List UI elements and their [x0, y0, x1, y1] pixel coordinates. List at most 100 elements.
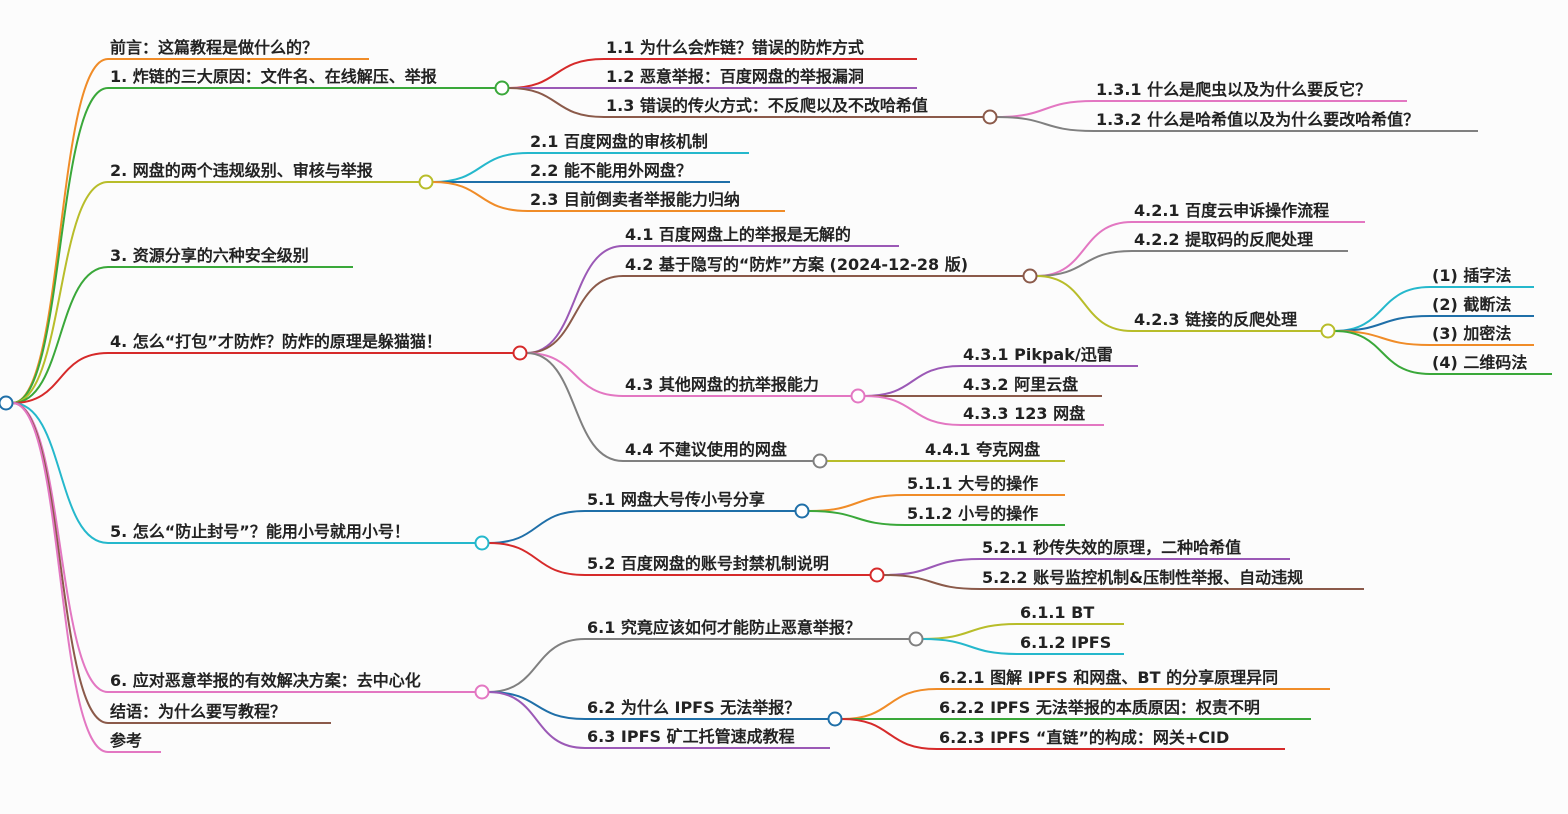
branch-curve	[432, 181, 529, 212]
topic-label[interactable]: 参考	[110, 731, 142, 750]
branch-curve	[864, 365, 962, 397]
branch-curve	[12, 402, 109, 724]
branch-curve	[508, 58, 605, 89]
topic-label[interactable]: 4.1 百度网盘上的举报是无解的	[625, 225, 851, 244]
topic-label[interactable]: (2) 截断法	[1432, 295, 1511, 314]
topic-label[interactable]: 2.2 能不能用外网盘？	[530, 161, 692, 180]
topic-label[interactable]: 5.2.1 秒传失效的原理，二种哈希值	[982, 538, 1241, 557]
collapse-toggle-icon[interactable]	[850, 388, 866, 404]
topic-label[interactable]: 6.1.2 IPFS	[1020, 633, 1111, 652]
collapse-toggle-icon[interactable]	[512, 345, 528, 361]
collapse-toggle-icon[interactable]	[1022, 268, 1038, 284]
branch-curve	[841, 688, 938, 720]
topic-label[interactable]: 5.1.2 小号的操作	[907, 504, 1038, 523]
collapse-toggle-icon[interactable]	[812, 453, 828, 469]
topic-label[interactable]: 4.2 基于隐写的“防炸”方案 (2024-12-28 版)	[625, 255, 968, 274]
collapse-toggle-icon[interactable]	[494, 80, 510, 96]
topic-label[interactable]: 1. 炸链的三大原因：文件名、在线解压、举报	[110, 67, 437, 86]
branch-curve	[841, 718, 938, 750]
topic-label[interactable]: 4. 怎么“打包”才防炸？防炸的原理是躲猫猫！	[110, 332, 442, 351]
collapse-toggle-icon[interactable]	[827, 711, 843, 727]
topic-label[interactable]: 6.2.2 IPFS 无法举报的本质原因：权责不明	[939, 698, 1260, 717]
topic-label[interactable]: 1.3.2 什么是哈希值以及为什么要改哈希值？	[1096, 110, 1419, 129]
branch-curve	[488, 691, 586, 749]
topic-label[interactable]: 4.2.1 百度云申诉操作流程	[1134, 201, 1329, 220]
topic-label[interactable]: 5.1 网盘大号传小号分享	[587, 490, 765, 509]
topic-label[interactable]: 6.2.1 图解 IPFS 和网盘、BT 的分享原理异同	[939, 668, 1278, 687]
topic-label[interactable]: 5.1.1 大号的操作	[907, 474, 1038, 493]
branch-curve	[808, 494, 906, 512]
topic-label[interactable]: 6.1 究竟应该如何才能防止恶意举报？	[587, 618, 861, 637]
topic-label[interactable]: 4.3 其他网盘的抗举报能力	[625, 375, 819, 394]
branch-curve	[996, 100, 1095, 118]
branch-curve	[526, 245, 624, 354]
collapse-toggle-icon[interactable]	[908, 631, 924, 647]
topic-label[interactable]: 4.3.2 阿里云盘	[963, 375, 1078, 394]
branch-curve	[996, 116, 1095, 132]
topic-label[interactable]: 6.3 IPFS 矿工托管速成教程	[587, 727, 795, 746]
branch-curve	[488, 638, 586, 693]
collapse-toggle-icon[interactable]	[474, 535, 490, 551]
branch-curve	[922, 623, 1019, 640]
topic-label[interactable]: 2. 网盘的两个违规级别、审核与举报	[110, 161, 373, 180]
root-node[interactable]	[0, 395, 14, 411]
topic-label[interactable]: 前言：这篇教程是做什么的？	[110, 38, 318, 57]
branch-curve	[12, 181, 109, 404]
branch-curve	[12, 402, 109, 693]
topic-label[interactable]: 1.1 为什么会炸链？错误的防炸方式	[606, 38, 864, 57]
branch-curve	[1036, 221, 1133, 277]
topic-label[interactable]: 4.4.1 夸克网盘	[925, 440, 1040, 459]
topic-label[interactable]: 1.3 错误的传火方式：不反爬以及不改哈希值	[606, 96, 928, 115]
branch-curve	[526, 352, 624, 462]
branch-curve	[526, 275, 624, 354]
branch-curve	[883, 558, 981, 576]
branch-curve	[488, 691, 586, 720]
topic-label[interactable]: 4.3.1 Pikpak/迅雷	[963, 345, 1113, 364]
topic-label[interactable]: 4.2.2 提取码的反爬处理	[1134, 230, 1313, 249]
branch-curve	[922, 638, 1019, 655]
topic-label[interactable]: 6.2 为什么 IPFS 无法举报？	[587, 698, 800, 717]
branch-curve	[432, 152, 529, 183]
topic-label[interactable]: 2.1 百度网盘的审核机制	[530, 132, 708, 151]
topic-label[interactable]: 结语：为什么要写教程？	[109, 702, 286, 721]
collapse-toggle-icon[interactable]	[869, 567, 885, 583]
topic-label[interactable]: 5.2.2 账号监控机制&压制性举报、自动违规	[982, 568, 1303, 587]
collapse-toggle-icon[interactable]	[418, 174, 434, 190]
topic-label[interactable]: (3) 加密法	[1432, 324, 1511, 343]
topic-label[interactable]: 4.3.3 123 网盘	[963, 404, 1085, 423]
topic-label[interactable]: 6. 应对恶意举报的有效解决方案：去中心化	[110, 671, 421, 690]
branch-curve	[12, 87, 109, 404]
branch-curve	[1334, 286, 1431, 332]
collapse-toggle-icon[interactable]	[982, 109, 998, 125]
branch-curve	[883, 574, 981, 590]
branch-connectors	[12, 58, 1552, 753]
topic-label[interactable]: 4.2.3 链接的反爬处理	[1134, 310, 1297, 329]
branch-curve	[1334, 315, 1431, 332]
topic-label[interactable]: 1.3.1 什么是爬虫以及为什么要反它？	[1096, 80, 1371, 99]
branch-curve	[488, 542, 586, 576]
branch-curve	[488, 510, 586, 544]
topic-nodes: 前言：这篇教程是做什么的？ 1. 炸链的三大原因：文件名、在线解压、举报 1.1 为…	[109, 38, 1527, 750]
branch-curve	[864, 395, 962, 426]
topic-label[interactable]: 4.4 不建议使用的网盘	[625, 440, 787, 459]
branch-curve	[808, 510, 906, 526]
collapse-toggle-icon[interactable]	[794, 503, 810, 519]
topic-label[interactable]: 2.3 目前倒卖者举报能力归纳	[530, 190, 740, 209]
collapse-toggle-icon[interactable]	[1320, 323, 1336, 339]
topic-label[interactable]: 5. 怎么“防止封号”？能用小号就用小号！	[110, 522, 410, 541]
branch-curve	[1036, 275, 1133, 332]
topic-label[interactable]: (1) 插字法	[1432, 266, 1511, 285]
branch-curve	[12, 266, 109, 404]
topic-label[interactable]: 5.2 百度网盘的账号封禁机制说明	[587, 554, 829, 573]
topic-label[interactable]: 3. 资源分享的六种安全级别	[110, 246, 309, 265]
branch-curve	[12, 402, 109, 753]
collapse-toggle-icon[interactable]	[474, 684, 490, 700]
branch-curve	[1036, 250, 1133, 277]
branch-curve	[508, 87, 605, 118]
topic-label[interactable]: 6.1.1 BT	[1020, 603, 1094, 622]
topic-label[interactable]: (4) 二维码法	[1432, 353, 1527, 372]
topic-label[interactable]: 1.2 恶意举报：百度网盘的举报漏洞	[606, 67, 864, 86]
topic-label[interactable]: 6.2.3 IPFS “直链”的构成：网关+CID	[939, 728, 1229, 747]
branch-curve	[12, 352, 109, 404]
